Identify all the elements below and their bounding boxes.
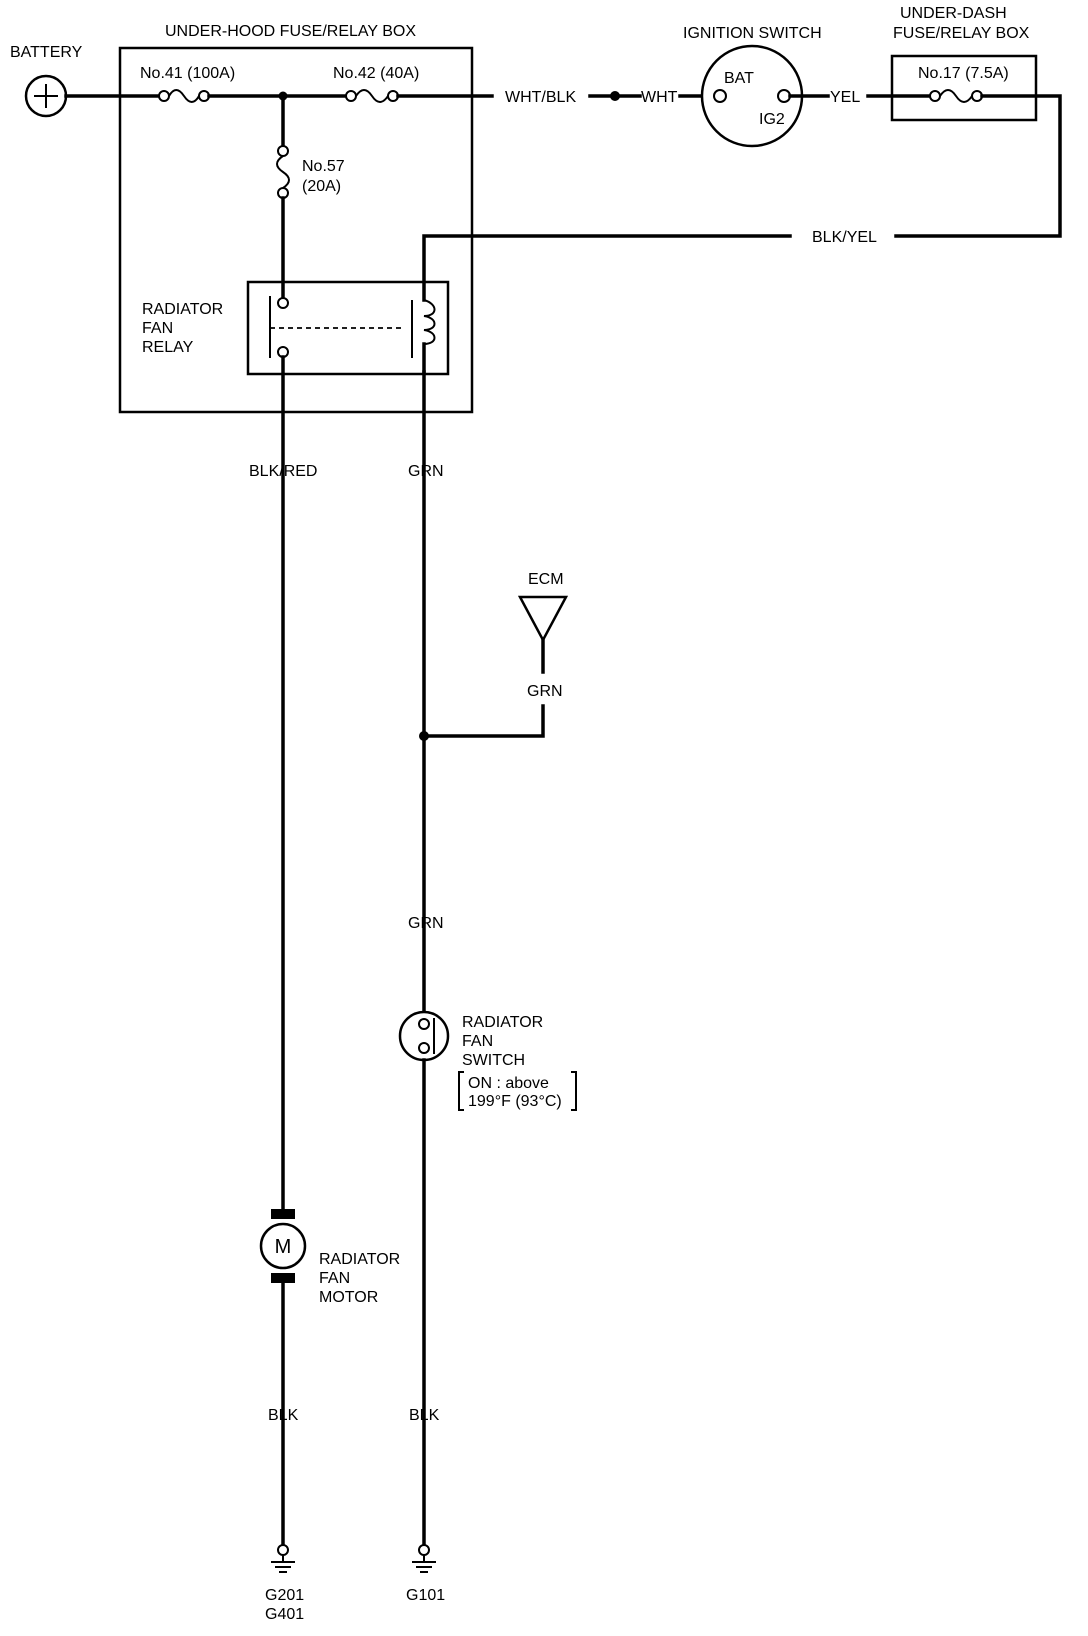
wire-label-wht-blk: WHT/BLK: [505, 89, 576, 106]
ground-left-icon: [271, 1544, 295, 1573]
relay-label-2: FAN: [142, 320, 173, 337]
ground-label-g401: G401: [265, 1606, 304, 1623]
wire-label-blk-red: BLK/RED: [249, 463, 317, 480]
ign-bat-label: BAT: [724, 70, 754, 87]
ign-bat-terminal: [713, 89, 727, 103]
under-dash-fuse-relay-box: [890, 54, 1038, 122]
fan-switch-condition-1: ON : above: [468, 1075, 549, 1092]
relay-contacts-icon: [269, 296, 405, 358]
ecm-icon: [517, 595, 569, 643]
ignition-switch-title: IGNITION SWITCH: [683, 25, 822, 42]
wire-fuse17-to-blk-yel: [894, 94, 1062, 238]
wire-label-wht: WHT: [641, 89, 678, 106]
under-hood-fuse-relay-box: [118, 46, 474, 414]
ign-ig2-terminal: [777, 89, 791, 103]
wire-label-grn-mid: GRN: [408, 915, 444, 932]
wire-label-blk-yel: BLK/YEL: [812, 229, 877, 246]
fuse-17-icon: [929, 89, 983, 103]
fuse-42-label: No.42 (40A): [333, 65, 419, 82]
fuse-41-label: No.41 (100A): [140, 65, 235, 82]
fan-switch-bracket-right: [571, 1071, 577, 1111]
radiator-fan-relay-box: [246, 280, 450, 376]
fuse-57-rating-label: (20A): [302, 178, 341, 195]
ecm-label: ECM: [528, 571, 564, 588]
motor-label-3: MOTOR: [319, 1289, 378, 1306]
under-dash-box-title-2: FUSE/RELAY BOX: [893, 25, 1030, 42]
fuse-57-icon: [276, 145, 290, 199]
ground-right-icon: [412, 1544, 436, 1573]
fan-switch-bracket-left: [458, 1071, 464, 1111]
under-dash-box-title-1: UNDER-DASH: [900, 5, 1007, 22]
wire-label-grn-top: GRN: [408, 463, 444, 480]
motor-label-2: FAN: [319, 1270, 350, 1287]
under-hood-box-title: UNDER-HOOD FUSE/RELAY BOX: [165, 23, 416, 40]
relay-label-3: RELAY: [142, 339, 194, 356]
fan-switch-label-3: SWITCH: [462, 1052, 525, 1069]
radiator-fan-motor-icon: M: [259, 1209, 307, 1283]
ground-label-g101: G101: [406, 1587, 445, 1604]
battery-label: BATTERY: [10, 44, 83, 61]
battery: BATTERY: [10, 44, 83, 118]
fan-switch-label-1: RADIATOR: [462, 1014, 543, 1031]
wire-ecm-to-grn: [422, 704, 545, 738]
fuse-17-label: No.17 (7.5A): [918, 65, 1009, 82]
wire-label-blk-left: BLK: [268, 1407, 299, 1424]
fan-switch-condition-2: 199°F (93°C): [468, 1093, 562, 1110]
ign-ig2-label: IG2: [759, 111, 785, 128]
ground-label-g201: G201: [265, 1587, 304, 1604]
wire-label-grn-ecm: GRN: [527, 683, 563, 700]
fuse-41-icon: [158, 89, 210, 103]
junction-grn-ecm: [419, 731, 429, 741]
motor-label-1: RADIATOR: [319, 1251, 400, 1268]
fuse-57-name-label: No.57: [302, 158, 345, 175]
wire-blk-yel-to-relay-coil: [422, 234, 792, 302]
wire-label-blk-right: BLK: [409, 1407, 440, 1424]
relay-label-1: RADIATOR: [142, 301, 223, 318]
motor-symbol: M: [275, 1236, 292, 1258]
connector-dot: [610, 91, 620, 101]
fuse-42-icon: [345, 89, 399, 103]
fan-switch-label-2: FAN: [462, 1033, 493, 1050]
relay-coil-icon: [411, 299, 436, 374]
radiator-fan-switch-icon: [398, 1010, 450, 1062]
wire-label-yel: YEL: [830, 89, 860, 106]
